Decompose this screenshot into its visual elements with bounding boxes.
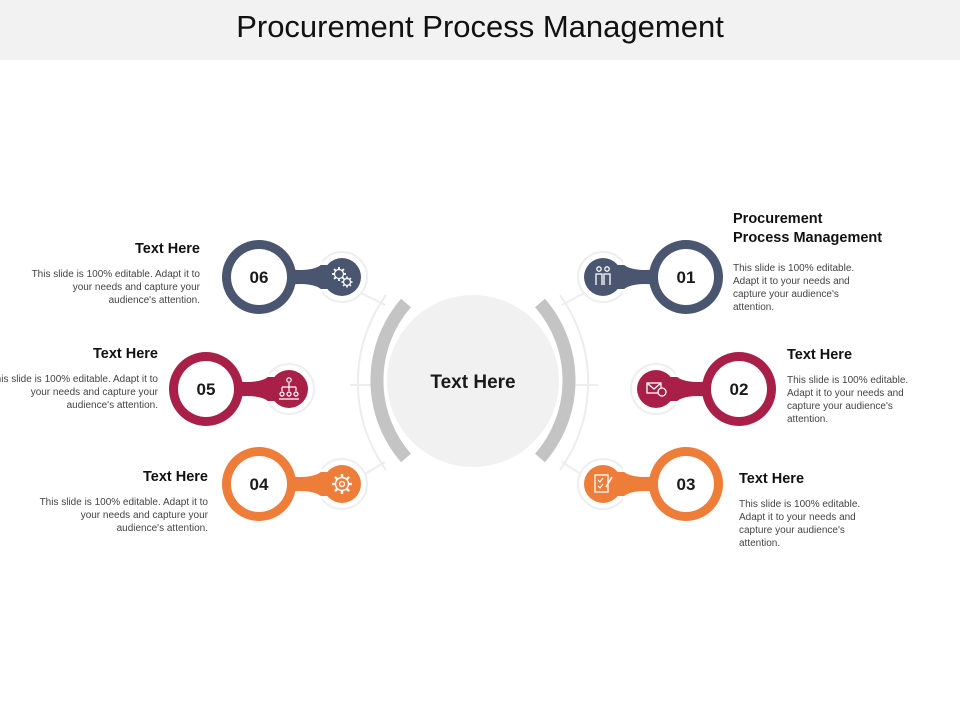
step-02-body: This slide is 100% editable. Adapt it to… (787, 375, 909, 425)
step-04-text: Text Here This slide is 100% editable. A… (33, 468, 208, 535)
number-disc (711, 361, 767, 417)
step-01-body: This slide is 100% editable. Adapt it to… (733, 263, 855, 313)
step-06-text: Text Here This slide is 100% editable. A… (25, 240, 200, 307)
center-label: Text Here (430, 372, 515, 393)
step-05: 05 (169, 352, 315, 426)
bracket-arc-left (370, 298, 411, 463)
step-03-title: Text Here (739, 471, 805, 487)
step-04: 04 (222, 447, 368, 521)
icon-disc (323, 465, 361, 503)
icon-disc (637, 370, 675, 408)
step-03: 03 (577, 447, 723, 521)
title-bar: Procurement Process Management (0, 0, 960, 60)
step-number: 05 (197, 380, 216, 399)
step-02-text: Text Here This slide is 100% editable. A… (787, 346, 952, 426)
step-number: 01 (677, 268, 696, 287)
step-number: 04 (250, 475, 269, 494)
people-icon (595, 266, 611, 285)
step-01-title-line2: Process Management (733, 230, 883, 246)
gear-icon (332, 474, 352, 494)
step-number: 02 (730, 380, 749, 399)
bracket-arc-right (535, 298, 576, 463)
step-number: 06 (250, 268, 269, 287)
number-disc (178, 361, 234, 417)
connector-arc-left (356, 294, 387, 471)
gears-icon (332, 267, 353, 288)
step-04-title: Text Here (142, 469, 208, 485)
step-03-text: Text Here This slide is 100% editable. A… (739, 470, 914, 550)
step-04-body: This slide is 100% editable. Adapt it to… (39, 497, 208, 534)
number-disc (231, 249, 287, 305)
step-06-title: Text Here (134, 241, 200, 257)
steps-layer: 01 02 03 04 05 06 (169, 240, 776, 521)
step-06-body: This slide is 100% editable. Adapt it to… (31, 269, 200, 306)
envelope-money-icon (646, 382, 667, 397)
step-05-text: Text Here This slide is 100% editable. A… (0, 345, 158, 412)
step-number: 03 (677, 475, 696, 494)
step-03-body: This slide is 100% editable. Adapt it to… (739, 499, 861, 549)
number-disc (658, 456, 714, 512)
step-05-title: Text Here (92, 346, 158, 362)
hierarchy-icon (279, 377, 299, 400)
number-disc (658, 249, 714, 305)
page-title: Procurement Process Management (236, 9, 724, 44)
step-01-title-line1: Procurement (733, 211, 823, 227)
step-02: 02 (630, 352, 776, 426)
step-02-title: Text Here (787, 347, 853, 363)
step-06: 06 (222, 240, 368, 314)
checklist-icon (594, 474, 613, 493)
connector-arc-right (559, 294, 590, 471)
step-01: 01 (577, 240, 723, 314)
number-disc (231, 456, 287, 512)
step-05-body: This slide is 100% editable. Adapt it to… (0, 374, 158, 411)
icon-disc (584, 258, 622, 296)
center-circle (387, 295, 559, 467)
